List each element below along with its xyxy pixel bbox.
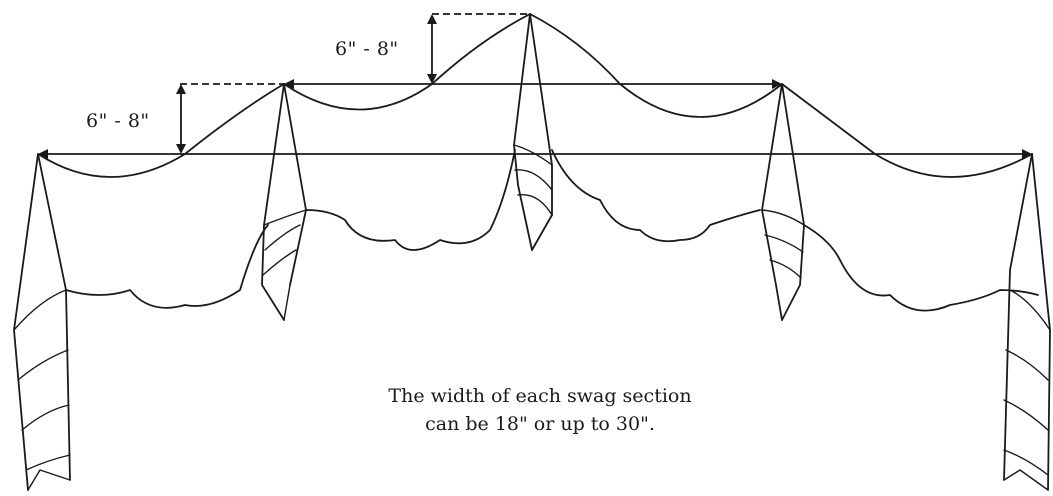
- upper-drop-label: 6" - 8": [335, 38, 399, 60]
- middle-width-line: [284, 79, 782, 89]
- caption-line-2: can be 18" or up to 30".: [425, 413, 655, 435]
- lower-drop-label: 6" - 8": [86, 110, 150, 132]
- upper-drop-arrow: [427, 14, 437, 84]
- left-center-jabot: [261, 83, 307, 321]
- right-swag: [803, 224, 1039, 312]
- center-left-swag: [305, 149, 516, 251]
- left-swag: [65, 224, 269, 309]
- center-jabot: [513, 13, 553, 251]
- center-right-swag: [551, 149, 761, 243]
- measurement-guides: [38, 13, 1032, 159]
- left-jabot: [13, 153, 71, 491]
- right-center-jabot: [761, 83, 805, 321]
- caption: The width of each swag section can be 18…: [310, 382, 770, 438]
- swag-top-outline: [37, 13, 1033, 178]
- caption-line-1: The width of each swag section: [388, 385, 692, 407]
- lower-drop-arrow: [176, 84, 186, 154]
- right-jabot: [1003, 153, 1051, 491]
